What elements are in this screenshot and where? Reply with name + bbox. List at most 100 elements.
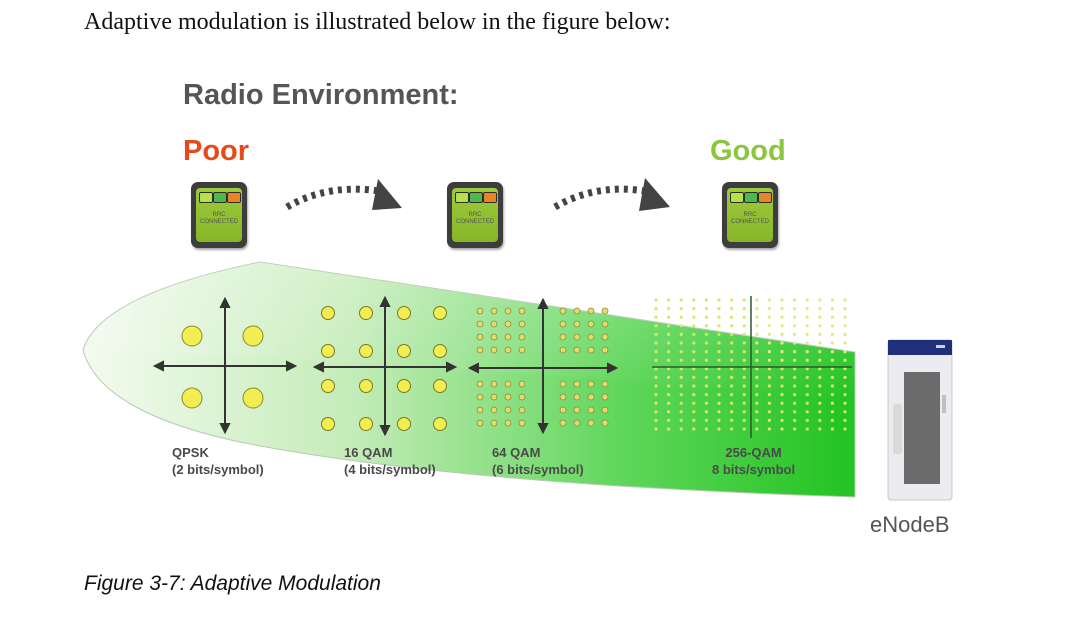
- constellation-point: [730, 367, 734, 371]
- constellation-point: [843, 375, 847, 379]
- constellation-point: [755, 401, 759, 405]
- constellation-point: [704, 367, 709, 371]
- constellation-point: [654, 401, 658, 405]
- constellation-point: [679, 332, 683, 336]
- constellation-point: [742, 332, 746, 336]
- constellation-point: [730, 358, 734, 362]
- constellation-point: [780, 384, 784, 388]
- modulation-bits: 8 bits/symbol: [712, 462, 796, 477]
- constellation-point: [843, 358, 847, 362]
- constellation-point: [730, 315, 734, 319]
- constellation-point: [755, 427, 759, 431]
- constellation-point: [717, 350, 721, 354]
- constellation-point: [730, 427, 734, 431]
- constellation-point: [587, 393, 595, 401]
- constellation-point: [717, 375, 721, 379]
- constellation-point: [667, 307, 671, 311]
- constellation-point: [818, 358, 822, 362]
- constellation-point: [805, 418, 809, 422]
- constellation-point: [692, 358, 696, 362]
- transition-arrow-icon: [285, 179, 402, 211]
- constellation-point: [793, 393, 797, 397]
- constellation-point: [587, 419, 595, 427]
- constellation-point: [830, 410, 835, 414]
- constellation-point: [830, 393, 835, 397]
- constellation-point: [654, 298, 658, 302]
- constellation-point: [755, 367, 759, 371]
- constellation-point: [679, 367, 683, 371]
- constellation-point: [242, 325, 264, 347]
- constellation-point: [830, 298, 835, 302]
- constellation-point: [793, 307, 797, 311]
- constellation-point: [679, 427, 683, 431]
- constellation-point: [818, 401, 822, 405]
- constellation-point: [490, 346, 498, 354]
- constellation-point: [717, 410, 721, 414]
- constellation-point: [780, 332, 784, 336]
- constellation-point: [742, 324, 746, 328]
- constellation-point: [679, 410, 683, 414]
- constellation-point: [573, 380, 581, 388]
- constellation-point: [730, 418, 734, 422]
- constellation-point: [767, 298, 772, 302]
- constellation-point: [717, 418, 721, 422]
- constellation-point: [780, 358, 784, 362]
- constellation-point: [654, 393, 658, 397]
- constellation-point: [321, 306, 335, 320]
- constellation-point: [679, 298, 683, 302]
- constellation-point: [830, 341, 835, 345]
- constellation-point: [667, 298, 671, 302]
- constellation-point: [755, 324, 759, 328]
- constellation-point: [830, 358, 835, 362]
- constellation-point: [780, 427, 784, 431]
- constellation-point: [755, 384, 759, 388]
- constellation-point: [843, 393, 847, 397]
- constellation-point: [490, 307, 498, 315]
- constellation-point: [679, 341, 683, 345]
- constellation-point: [654, 418, 658, 422]
- constellation-point: [587, 346, 595, 354]
- qam64-constellation: [467, 297, 619, 435]
- constellation-point: [780, 375, 784, 379]
- constellation-point: [518, 406, 526, 414]
- constellation-point: [667, 427, 671, 431]
- constellation-point: [843, 410, 847, 414]
- constellation-point: [830, 375, 835, 379]
- constellation-point: [780, 393, 784, 397]
- status-led-icon: [758, 192, 772, 203]
- constellation-point: [692, 298, 696, 302]
- constellation-point: [843, 315, 847, 319]
- constellation-point: [717, 393, 721, 397]
- constellation-point: [818, 375, 822, 379]
- constellation-point: [490, 419, 498, 427]
- constellation-point: [601, 307, 609, 315]
- constellation-point: [843, 307, 847, 311]
- modulation-name: 256-QAM: [725, 445, 782, 460]
- constellation-point: [181, 325, 203, 347]
- constellation-point: [843, 332, 847, 336]
- constellation-point: [476, 307, 484, 315]
- constellation-point: [730, 393, 734, 397]
- constellation-point: [518, 333, 526, 341]
- constellation-point: [843, 298, 847, 302]
- constellation-point: [559, 307, 567, 315]
- constellation-point: [504, 346, 512, 354]
- constellation-point: [433, 379, 447, 393]
- constellation-point: [717, 307, 721, 311]
- constellation-point: [830, 401, 835, 405]
- constellation-point: [433, 306, 447, 320]
- constellation-point: [780, 367, 784, 371]
- constellation-point: [504, 406, 512, 414]
- constellation-point: [490, 333, 498, 341]
- constellation-point: [490, 320, 498, 328]
- constellation-point: [780, 341, 784, 345]
- constellation-point: [704, 410, 709, 414]
- constellation-point: [843, 384, 847, 388]
- qam256-points: [654, 298, 847, 431]
- constellation-point: [242, 387, 264, 409]
- constellation-point: [730, 307, 734, 311]
- constellation-point: [742, 315, 746, 319]
- qam16-constellation: [312, 295, 458, 437]
- constellation-point: [601, 419, 609, 427]
